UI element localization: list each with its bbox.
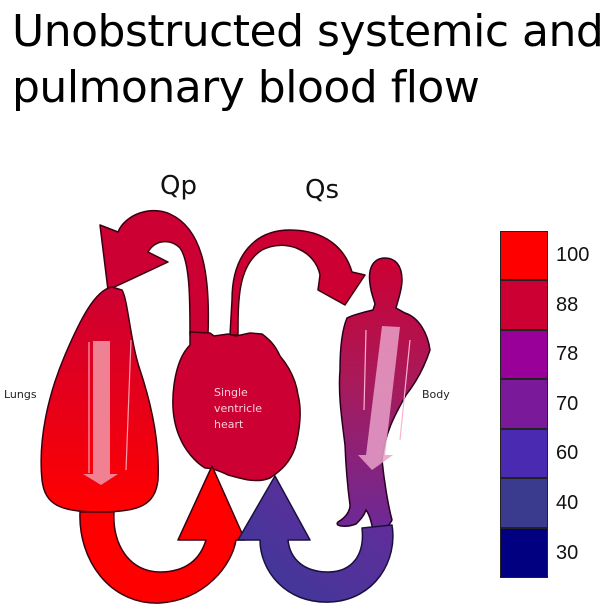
title-line-2: pulmonary blood flow — [12, 62, 480, 113]
lungs-shape — [40, 286, 160, 513]
heart-label: Single ventricle heart — [214, 386, 266, 431]
legend-label: 40 — [556, 491, 579, 514]
legend-label: 60 — [556, 442, 579, 465]
qp-label: Qp — [160, 171, 197, 201]
legend-label: 70 — [556, 392, 579, 415]
legend-item: 40 — [500, 478, 600, 529]
legend-label: 88 — [556, 293, 579, 316]
legend-item: 30 — [500, 528, 600, 579]
legend-swatch — [500, 379, 548, 429]
saturation-legend: 100 88 78 70 60 40 30 — [500, 230, 600, 579]
lungs-label: Lungs — [4, 388, 37, 401]
legend-swatch — [500, 478, 548, 529]
legend-swatch — [500, 230, 548, 281]
legend-swatch — [500, 280, 548, 330]
body-shape — [336, 257, 431, 536]
lung-return-arrow — [79, 465, 246, 604]
legend-item: 100 — [500, 230, 600, 281]
heart-shape — [172, 331, 301, 482]
legend-item: 88 — [500, 280, 600, 331]
body-return-arrow — [237, 475, 394, 603]
legend-label: 100 — [556, 244, 590, 266]
lungs-flow-arrow-icon — [83, 341, 118, 485]
title-line-1: Unobstructed systemic and — [12, 6, 600, 57]
body-label: Body — [422, 388, 450, 401]
qs-label: Qs — [305, 175, 339, 205]
legend-swatch — [500, 329, 548, 380]
legend-swatch — [500, 428, 548, 479]
pulmonary-flow-arrow — [99, 209, 210, 336]
legend-item: 70 — [500, 379, 600, 430]
legend-swatch — [500, 528, 548, 578]
page-title: Unobstructed systemic and pulmonary bloo… — [12, 4, 600, 116]
legend-label: 30 — [556, 541, 579, 564]
legend-item: 60 — [500, 428, 600, 479]
systemic-flow-arrow — [229, 229, 366, 336]
body-flow-arrow-icon — [358, 326, 400, 470]
legend-label: 78 — [556, 343, 579, 366]
legend-item: 78 — [500, 329, 600, 380]
